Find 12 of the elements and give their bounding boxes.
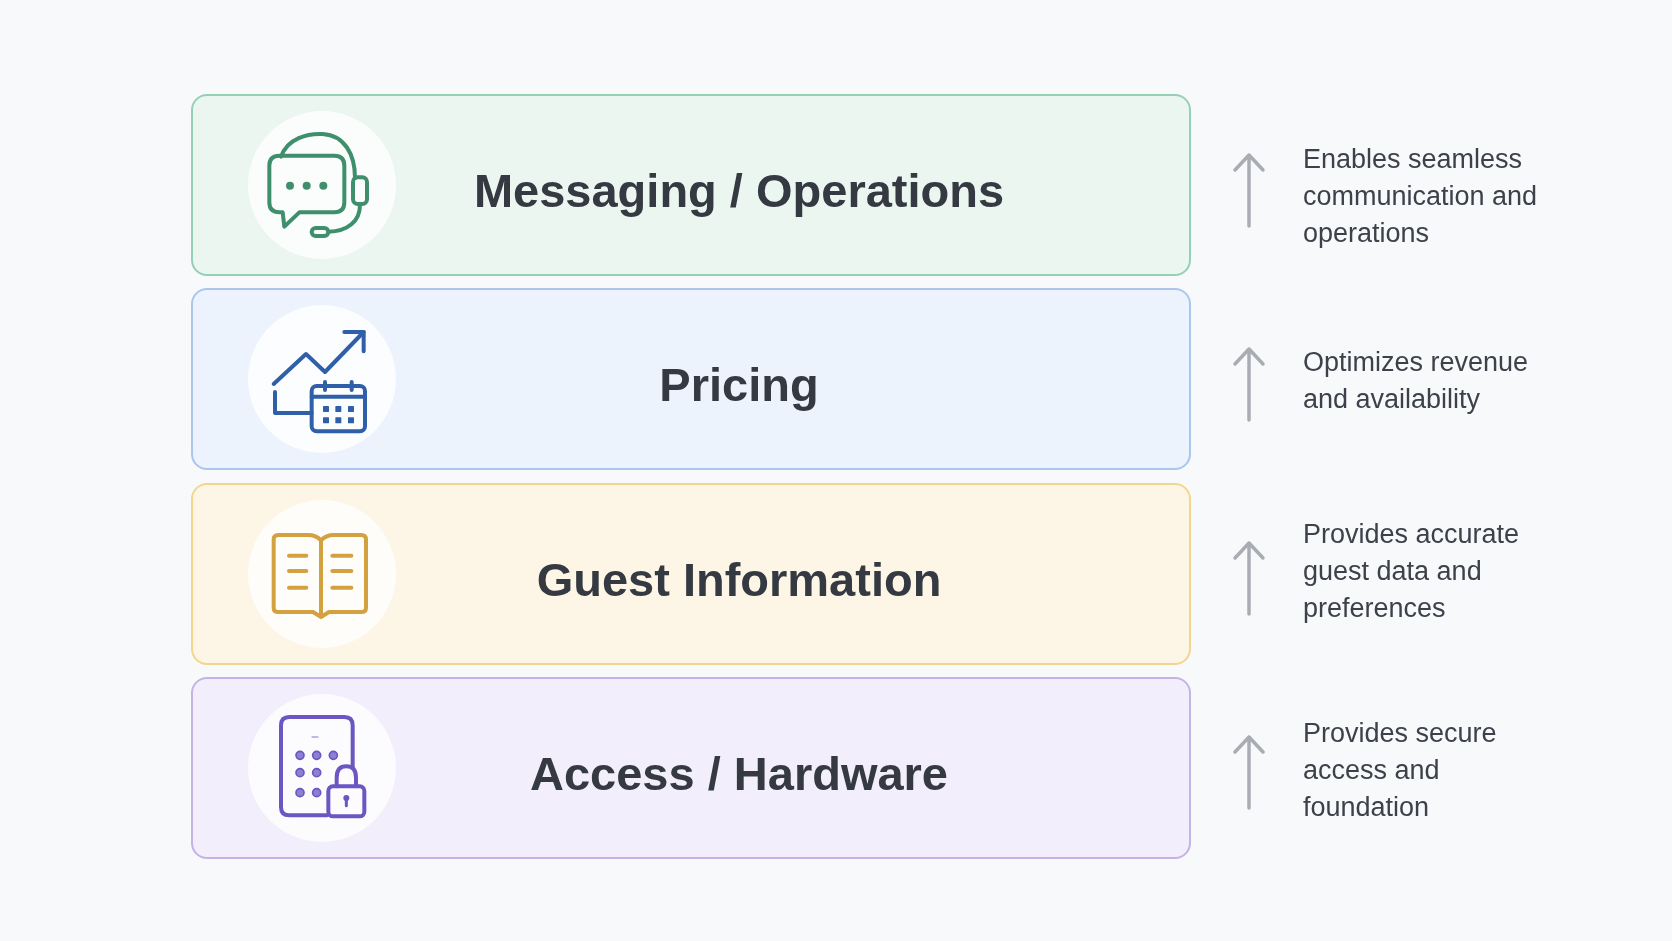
layer-title: Pricing xyxy=(659,358,819,413)
layer-description: Enables seamless communication and operations xyxy=(1303,142,1539,250)
layer-band xyxy=(191,94,1191,276)
layer-description: Provides accurate guest data and preferences xyxy=(1303,517,1521,625)
layer-title: Messaging / Operations xyxy=(473,164,1005,218)
layer-title: Guest Information xyxy=(536,552,942,607)
layer-band xyxy=(191,288,1191,471)
layer-description: Optimizes revenue and availability xyxy=(1303,346,1530,417)
layer-band xyxy=(191,482,1191,665)
layer-band xyxy=(191,676,1191,859)
layer-description: Provides secure access and foundation xyxy=(1303,716,1498,824)
layer-title: Access / Hardware xyxy=(530,746,948,801)
